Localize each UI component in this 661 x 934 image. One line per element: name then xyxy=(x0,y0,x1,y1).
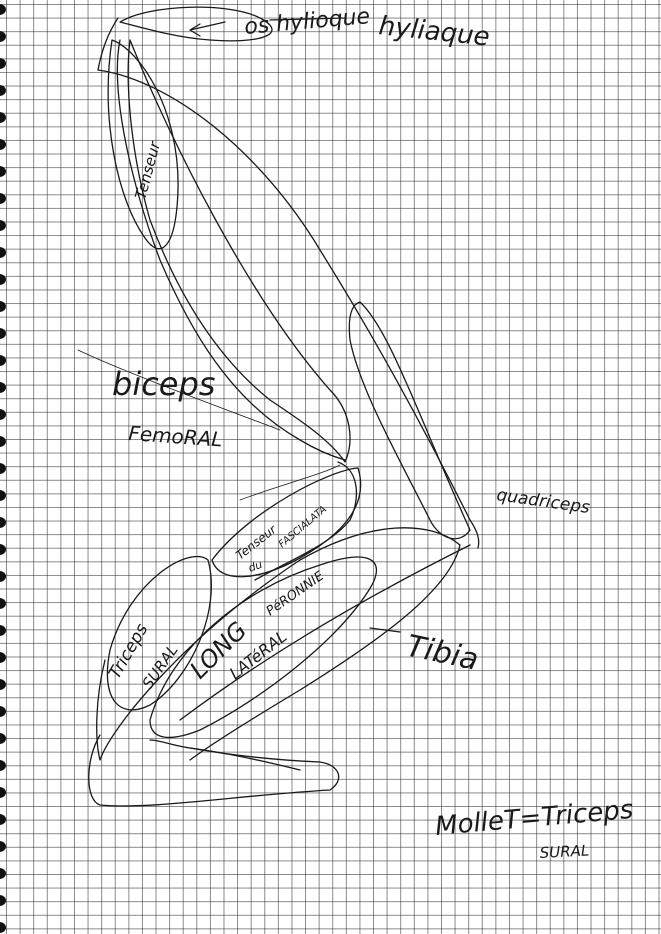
label-biceps: biceps xyxy=(112,365,215,403)
label-os-iliaque-struck: os hylioque xyxy=(243,4,371,40)
label-du: du xyxy=(247,558,265,575)
quadriceps-outline xyxy=(349,302,470,539)
tibia-leader xyxy=(370,628,400,632)
label-vaste-externe: Tenseur xyxy=(131,139,164,201)
foot-outline xyxy=(89,735,339,806)
label-femoral: FemoRAL xyxy=(128,421,224,452)
label-mollet-sural: SURAL xyxy=(539,841,589,862)
iliaque-arrow xyxy=(190,22,225,36)
label-fascia-lata: FASCIALATA xyxy=(277,504,329,550)
label-os-iliaque: hyliaque xyxy=(377,11,491,52)
label-quadriceps: quadriceps xyxy=(495,485,591,518)
label-peronnier: PéRONNIE xyxy=(264,568,328,619)
label-tenseur: Tenseur xyxy=(233,522,280,563)
label-mollet-triceps: MolleT=Triceps xyxy=(434,795,634,842)
label-tibia: Tibia xyxy=(403,629,481,678)
triceps-sural-outline xyxy=(107,557,211,710)
